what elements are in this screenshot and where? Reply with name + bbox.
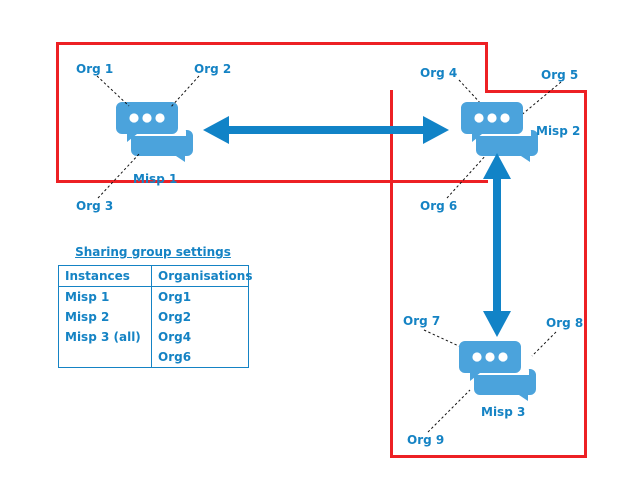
misp3-label: Misp 3 (481, 405, 526, 419)
cell-organisation: Org4 (151, 327, 249, 347)
misp3-chat-bubbles-icon (458, 339, 538, 401)
org9-label: Org 9 (407, 433, 445, 447)
cell-instance (58, 347, 152, 368)
org2-label: Org 2 (194, 62, 232, 76)
cell-organisation: Org6 (151, 347, 249, 368)
org8-label: Org 8 (546, 316, 584, 330)
misp2-chat-bubbles-icon (460, 100, 540, 162)
table-row: Misp 2 Org2 (58, 307, 249, 327)
org6-label: Org 6 (420, 199, 458, 213)
sharing-group-settings-table: Instances Organisations Misp 1 Org1 Misp… (58, 265, 252, 368)
sharing-group-settings-panel: Sharing group settings Instances Organis… (58, 245, 252, 368)
cell-organisation: Org2 (151, 307, 249, 327)
org7-label: Org 7 (403, 314, 441, 328)
misp1-chat-bubbles-icon (115, 100, 195, 162)
sharing-group-box-b (390, 90, 587, 458)
table-header-row: Instances Organisations (58, 265, 252, 287)
org4-label: Org 4 (420, 66, 458, 80)
cell-instance: Misp 1 (58, 286, 152, 307)
misp1-label: Misp 1 (133, 172, 178, 186)
cell-organisation: Org1 (151, 286, 249, 307)
cell-instance: Misp 3 (all) (58, 327, 152, 347)
misp2-misp3-double-arrow (483, 153, 511, 337)
org3-label: Org 3 (76, 199, 114, 213)
org5-label: Org 5 (541, 68, 579, 82)
cell-instance: Misp 2 (58, 307, 152, 327)
table-row: Misp 3 (all) Org4 (58, 327, 249, 347)
misp1-misp2-double-arrow (203, 116, 449, 144)
org1-label: Org 1 (76, 62, 114, 76)
column-header-organisations: Organisations (151, 265, 252, 287)
table-row: Misp 1 Org1 (58, 286, 249, 307)
sharing-group-settings-title: Sharing group settings (75, 245, 231, 259)
misp2-label: Misp 2 (536, 124, 581, 138)
column-header-instances: Instances (58, 265, 152, 287)
table-row: Org6 (58, 347, 249, 368)
